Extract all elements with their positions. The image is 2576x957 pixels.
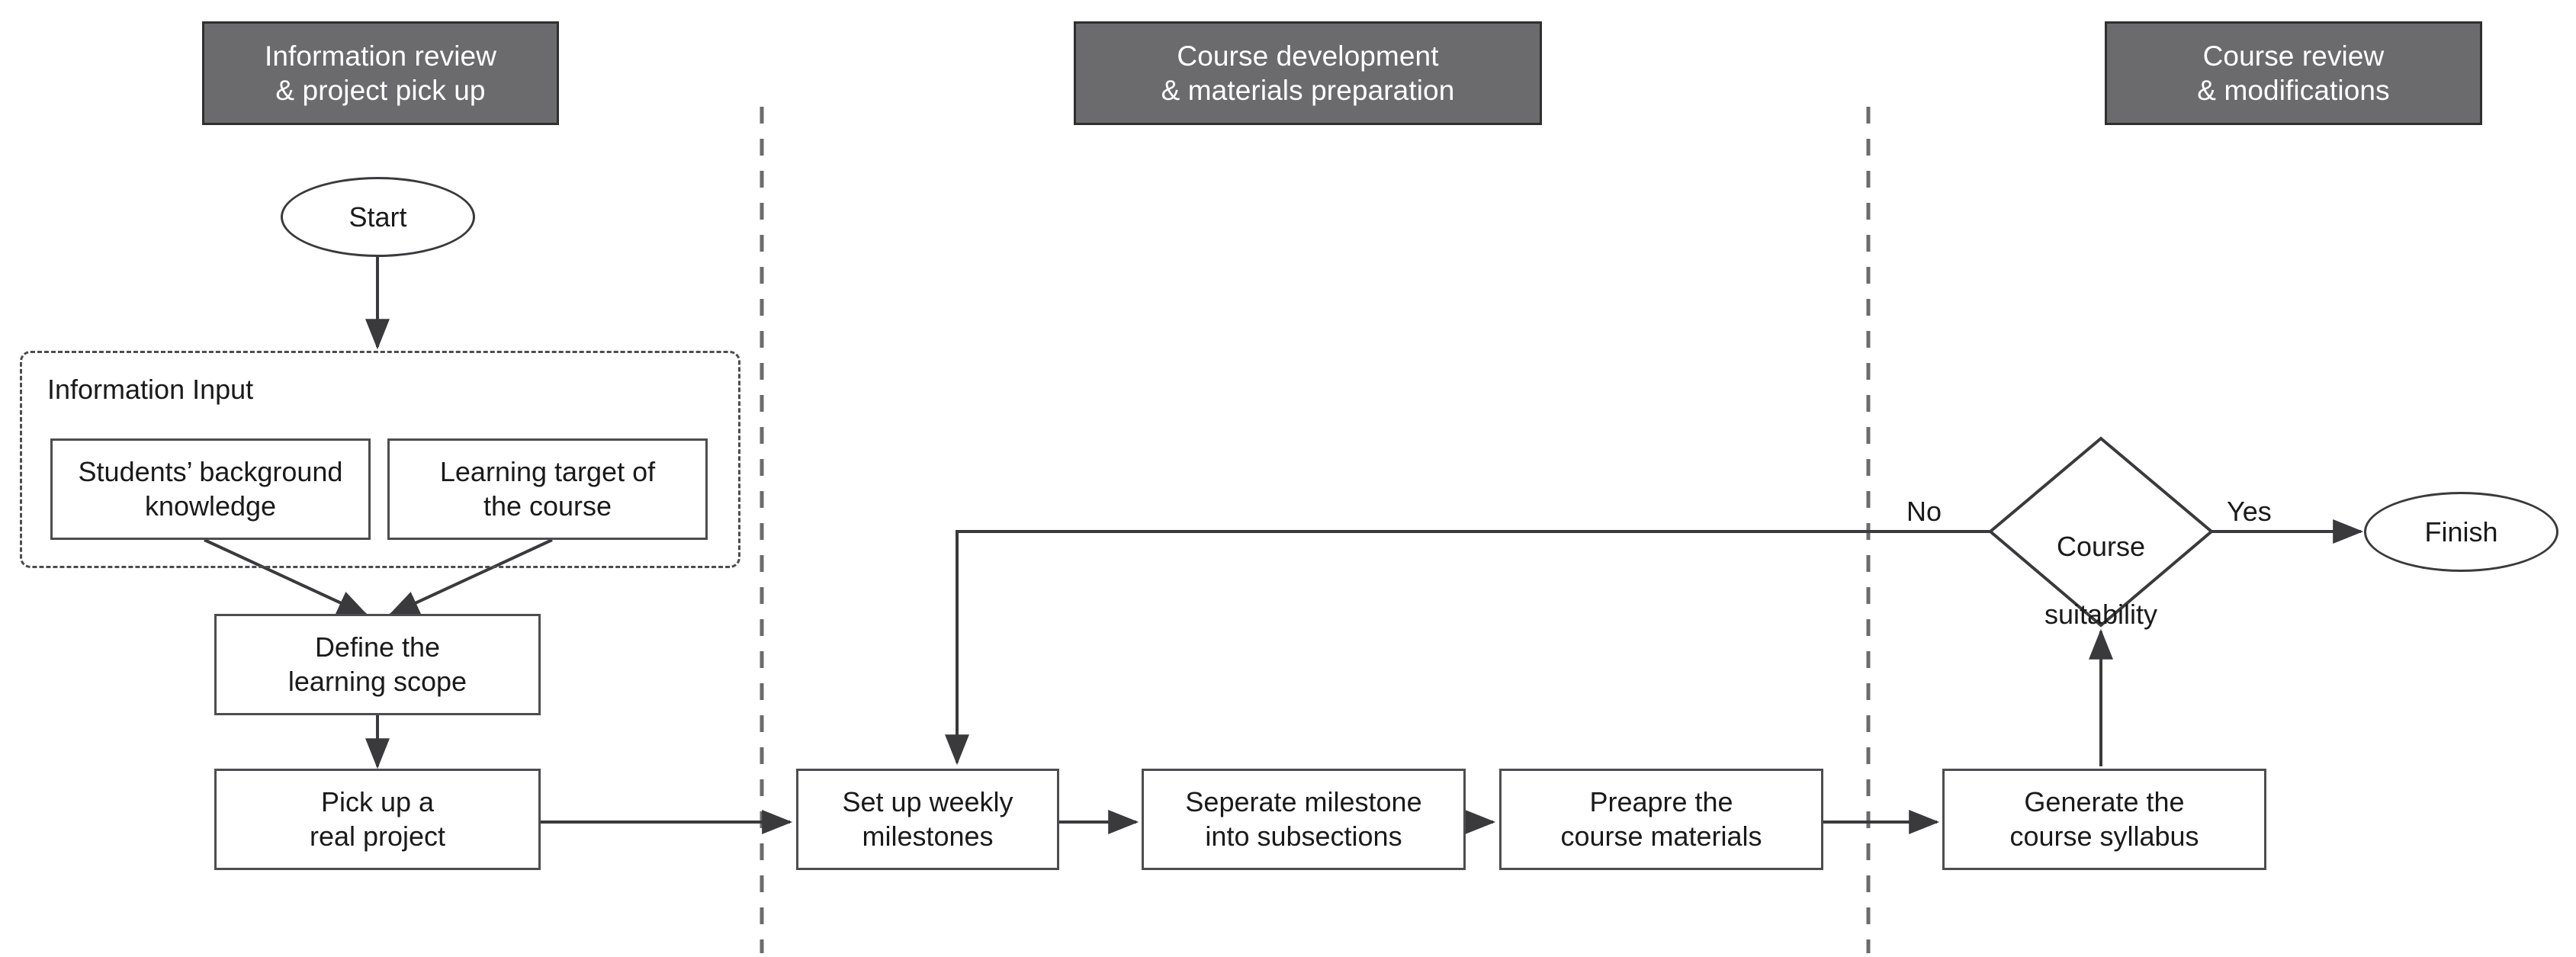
node-line-2: learning scope bbox=[287, 665, 467, 697]
node-generate-course-syllabus: Generate the course syllabus bbox=[1942, 769, 2266, 870]
phase-header-line-1: Course review bbox=[2202, 40, 2385, 72]
node-course-suitability: Course suitability bbox=[2002, 496, 2200, 666]
group-information-input-label: Information Input bbox=[47, 374, 254, 405]
node-line-1: Pick up a bbox=[320, 785, 435, 817]
node-finish-label: Finish bbox=[2424, 515, 2498, 548]
node-line-2: knowledge bbox=[144, 490, 277, 522]
edge-label-no: No bbox=[1903, 496, 1945, 528]
course-suitability-diamond bbox=[1987, 436, 2215, 628]
phase-header-line-1: Information review bbox=[264, 40, 497, 72]
node-learning-target-of-course: Learning target of the course bbox=[387, 438, 708, 540]
phase-header-line-2: & project pick up bbox=[275, 75, 486, 106]
node-start-label: Start bbox=[348, 201, 407, 233]
node-line-2: into subsections bbox=[1205, 820, 1402, 852]
node-line-1: Set up weekly bbox=[842, 785, 1013, 817]
node-line-1: Learning target of bbox=[439, 455, 656, 487]
node-line-2: the course bbox=[483, 490, 612, 522]
node-start: Start bbox=[281, 177, 475, 257]
node-line-1: Define the bbox=[314, 631, 441, 663]
node-students-background-knowledge: Students’ background knowledge bbox=[50, 438, 371, 540]
node-separate-milestone-into-subsections: Seperate milestone into subsections bbox=[1142, 769, 1466, 870]
edge-background-to-scope bbox=[204, 538, 368, 616]
edge-target-to-scope bbox=[388, 538, 553, 616]
node-set-up-weekly-milestones: Set up weekly milestones bbox=[796, 769, 1059, 870]
phase-header-course-development: Course development & materials preparati… bbox=[1074, 21, 1542, 125]
node-line-2: real project bbox=[309, 820, 446, 852]
phase-header-line-1: Course development bbox=[1177, 40, 1439, 72]
phase-header-line-2: & modifications bbox=[2197, 75, 2390, 106]
node-line-1: Preapre the bbox=[1589, 785, 1733, 817]
phase-header-line-2: & materials preparation bbox=[1161, 75, 1455, 106]
node-line-1: Seperate milestone bbox=[1185, 785, 1422, 817]
node-line-1: Students’ background bbox=[78, 455, 343, 487]
node-prepare-course-materials: Preapre the course materials bbox=[1499, 769, 1823, 870]
node-line-2: milestones bbox=[862, 820, 994, 852]
edge-label-yes: Yes bbox=[2224, 496, 2275, 528]
node-define-learning-scope: Define the learning scope bbox=[214, 614, 541, 715]
node-line-2: course syllabus bbox=[2009, 820, 2199, 852]
phase-header-information-review: Information review & project pick up bbox=[202, 21, 559, 125]
group-information-input bbox=[20, 351, 740, 568]
edge-suitability-no-loop bbox=[945, 530, 1992, 766]
node-line-2: suitability bbox=[2044, 598, 2158, 630]
node-finish: Finish bbox=[2364, 492, 2558, 572]
node-line-1: Generate the bbox=[2024, 785, 2185, 817]
node-line-2: course materials bbox=[1560, 820, 1762, 852]
node-pick-up-real-project: Pick up a real project bbox=[214, 769, 541, 870]
node-line-1: Course bbox=[2056, 530, 2146, 562]
phase-header-course-review: Course review & modifications bbox=[2105, 21, 2482, 125]
